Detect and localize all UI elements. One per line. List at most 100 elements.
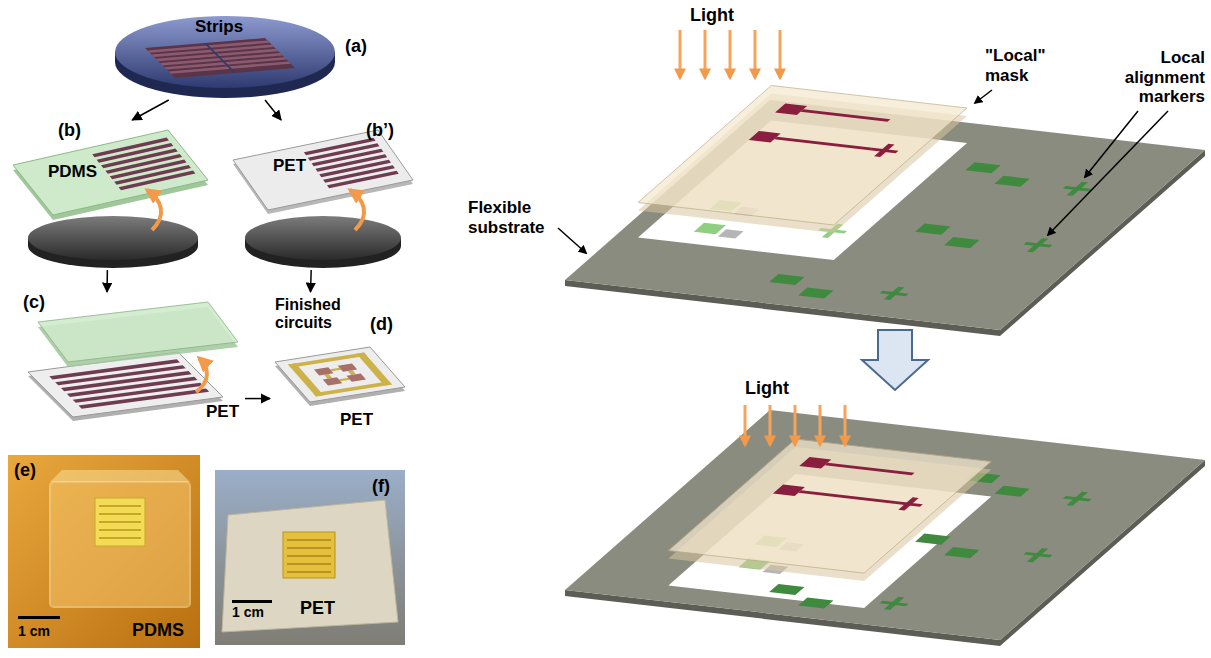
photo-ground <box>215 470 405 645</box>
rect-shape <box>798 490 897 504</box>
leader-line <box>975 90 992 103</box>
rect-shape <box>775 103 807 115</box>
circuit-board <box>275 347 405 402</box>
step-arrow <box>862 330 928 390</box>
process-arrow <box>132 100 169 120</box>
rect-shape <box>288 353 367 368</box>
g-shape <box>638 86 967 226</box>
light-ray <box>819 405 822 445</box>
light-ray <box>744 405 747 445</box>
rect-shape <box>774 137 873 151</box>
process-arrow <box>106 270 108 292</box>
lithography-bottom <box>565 405 1205 646</box>
rect-shape <box>565 410 1205 640</box>
pdms-sheet <box>38 302 238 362</box>
process-arrow <box>265 100 281 120</box>
figure-label: Flexible substrate <box>468 198 556 237</box>
circuit-pattern <box>283 532 335 578</box>
step-b-prime <box>233 130 413 268</box>
rect-shape <box>145 38 295 78</box>
rect-shape <box>348 370 356 375</box>
material-label: PET <box>206 402 239 422</box>
rect-shape <box>324 374 332 379</box>
rect-shape <box>694 223 726 235</box>
lithography-top <box>558 30 1205 336</box>
rect-shape <box>13 130 208 215</box>
leader-line <box>1048 111 1168 235</box>
pdms-block <box>50 482 190 607</box>
circuit-lines <box>287 540 331 572</box>
figure-label: PET <box>300 598 335 619</box>
rect-shape <box>330 368 341 372</box>
light-ray <box>769 405 772 445</box>
rect-shape <box>668 439 991 573</box>
light-ray <box>729 30 732 78</box>
light-ray <box>779 30 782 78</box>
material-label: PET <box>273 156 306 176</box>
g-shape <box>668 439 991 573</box>
step-label: Strips <box>195 17 243 37</box>
local-mask <box>638 86 967 226</box>
rect-shape <box>38 302 238 362</box>
rect-shape <box>749 131 781 143</box>
rect-shape <box>313 381 392 396</box>
rect-shape <box>339 378 350 382</box>
strip-lines <box>99 506 141 538</box>
material-label: PDMS <box>48 162 97 182</box>
figure-label: Light <box>690 5 734 26</box>
photo-e <box>8 455 200 648</box>
pet-sheet <box>233 130 413 210</box>
step-panel: (b’) PET <box>228 120 405 270</box>
scale-bar <box>232 600 272 603</box>
step-b <box>13 130 208 268</box>
rect-shape <box>356 353 392 386</box>
step-label: (b’) <box>366 120 394 141</box>
step-label: (c) <box>23 292 45 313</box>
light-ray <box>679 30 682 78</box>
rect-shape <box>327 171 399 188</box>
step-d <box>275 347 405 406</box>
rect-shape <box>288 363 324 396</box>
rect-shape <box>233 130 413 210</box>
pdms-block-top <box>50 470 190 482</box>
figure-label: (e) <box>14 460 36 481</box>
rect-shape <box>347 374 367 382</box>
photo-f <box>215 470 405 645</box>
wafer-top <box>28 216 198 260</box>
step-panel: (c) PET <box>8 292 245 440</box>
rect-shape <box>825 463 915 476</box>
wafer-a <box>115 16 335 98</box>
rect-shape <box>275 347 405 402</box>
figure-label: 1 cm <box>18 623 50 639</box>
rect-shape <box>718 229 744 238</box>
peel-arrow <box>147 190 161 230</box>
wafer-top <box>115 16 335 88</box>
rect-shape <box>799 457 831 469</box>
strips <box>145 38 295 78</box>
rect-shape <box>338 364 358 372</box>
rect-shape <box>119 170 196 190</box>
rect-shape <box>28 352 223 417</box>
wafer-top <box>245 216 401 260</box>
step-label: (b) <box>58 120 81 141</box>
figure-label: 1 cm <box>232 604 264 620</box>
pet-substrate <box>28 352 223 417</box>
peel-arrow <box>350 190 364 230</box>
rect-shape <box>323 377 343 385</box>
rect-shape <box>874 144 894 157</box>
scale-bar <box>18 616 60 619</box>
light-ray <box>794 405 797 445</box>
light-ray <box>844 405 847 445</box>
leader-line <box>558 228 586 253</box>
figure-label: PDMS <box>132 620 184 641</box>
rect-shape <box>800 109 890 122</box>
step-panel: Finished circuits(d)PET <box>270 292 405 440</box>
pet-sheet <box>222 500 398 632</box>
rect-shape <box>898 497 918 510</box>
rect-shape <box>638 86 967 226</box>
flexible-substrate <box>565 410 1205 640</box>
rect-shape <box>314 367 334 375</box>
peel-arrow <box>196 358 207 392</box>
